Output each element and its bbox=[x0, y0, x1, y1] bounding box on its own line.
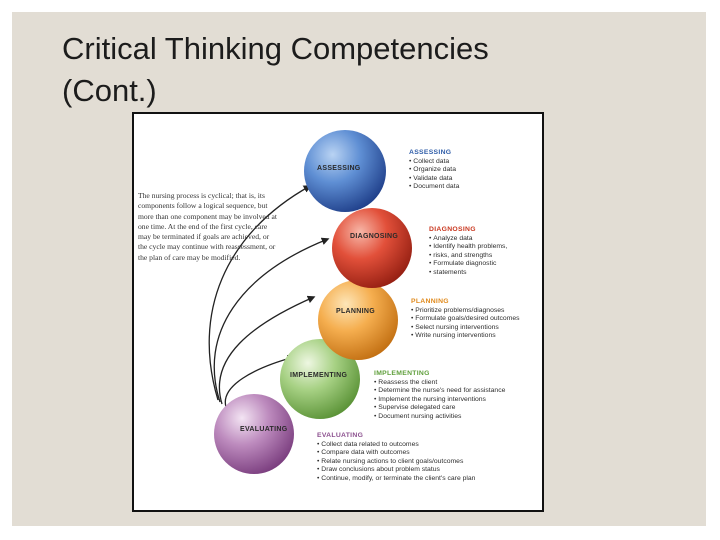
assessing-bullet: Organize data bbox=[409, 166, 459, 175]
diagnosing-bullet: statements bbox=[429, 269, 507, 278]
intro-text: The nursing process is cyclical; that is… bbox=[138, 191, 277, 262]
diagnosing-sphere bbox=[332, 208, 412, 288]
planning-bullet: Select nursing interventions bbox=[411, 324, 520, 333]
slide-title: Critical Thinking Competencies (Cont.) bbox=[62, 28, 489, 112]
nursing-process-diagram bbox=[208, 130, 412, 474]
slide: Critical Thinking Competencies (Cont.) bbox=[12, 12, 706, 526]
assessing-label: ASSESSING bbox=[317, 165, 361, 172]
title-line-2: (Cont.) bbox=[62, 73, 157, 108]
diagnosing-label: DIAGNOSING bbox=[350, 233, 399, 240]
assessing-bullet: Collect data bbox=[409, 158, 459, 167]
evaluating-heading: EVALUATING bbox=[317, 432, 364, 439]
evaluating-bullet: Collect data related to outcomes bbox=[317, 441, 475, 450]
arrow-to-assessing bbox=[208, 185, 312, 401]
arrow-to-diagnosing bbox=[213, 237, 330, 403]
arrow-to-planning bbox=[218, 295, 316, 405]
assessing-bullet: Validate data bbox=[409, 175, 459, 184]
planning-label: PLANNING bbox=[336, 308, 375, 315]
evaluating-label: EVALUATING bbox=[240, 426, 288, 433]
implementing-description: IMPLEMENTING Reassess the client Determi… bbox=[374, 370, 505, 422]
planning-description: PLANNING Prioritize problems/diagnoses F… bbox=[411, 298, 520, 341]
cycle-arrows bbox=[208, 185, 330, 408]
implementing-sphere bbox=[280, 339, 360, 419]
implementing-bullet: Reassess the client bbox=[374, 379, 505, 388]
evaluating-bullet: Continue, modify, or terminate the clien… bbox=[317, 475, 475, 484]
implementing-bullet: Implement the nursing interventions bbox=[374, 396, 505, 405]
diagnosing-description: DIAGNOSING Analyze data Identify health … bbox=[429, 226, 507, 278]
diagnosing-bullet: Formulate diagnostic bbox=[429, 260, 507, 269]
diagnosing-bullet: risks, and strengths bbox=[429, 252, 507, 261]
implementing-label: IMPLEMENTING bbox=[290, 372, 348, 379]
assessing-heading: ASSESSING bbox=[409, 149, 452, 156]
diagnosing-heading: DIAGNOSING bbox=[429, 226, 476, 233]
assessing-sphere bbox=[304, 130, 386, 212]
evaluating-sphere bbox=[214, 394, 294, 474]
arrow-to-implementing bbox=[224, 354, 296, 408]
implementing-bullet: Determine the nurse's need for assistanc… bbox=[374, 387, 505, 396]
planning-heading: PLANNING bbox=[411, 298, 449, 305]
assessing-bullet: Document data bbox=[409, 183, 459, 192]
diagnosing-bullet: Analyze data bbox=[429, 235, 507, 244]
planning-bullet: Write nursing interventions bbox=[411, 332, 520, 341]
evaluating-description: EVALUATING Collect data related to outco… bbox=[317, 432, 475, 484]
implementing-bullet: Document nursing activities bbox=[374, 413, 505, 422]
planning-bullet: Prioritize problems/diagnoses bbox=[411, 307, 520, 316]
implementing-heading: IMPLEMENTING bbox=[374, 370, 430, 377]
evaluating-bullet: Draw conclusions about problem status bbox=[317, 466, 475, 475]
planning-sphere bbox=[318, 280, 398, 360]
planning-bullet: Formulate goals/desired outcomes bbox=[411, 315, 519, 324]
evaluating-bullet: Compare data with outcomes bbox=[317, 449, 475, 458]
assessing-description: ASSESSING Collect data Organize data Val… bbox=[409, 149, 459, 192]
nursing-process-figure: The nursing process is cyclical; that is… bbox=[132, 112, 544, 512]
diagnosing-bullet: Identify health problems, bbox=[429, 243, 507, 252]
title-line-1: Critical Thinking Competencies bbox=[62, 31, 489, 66]
implementing-bullet: Supervise delegated care bbox=[374, 404, 505, 413]
evaluating-bullet: Relate nursing actions to client goals/o… bbox=[317, 458, 475, 467]
